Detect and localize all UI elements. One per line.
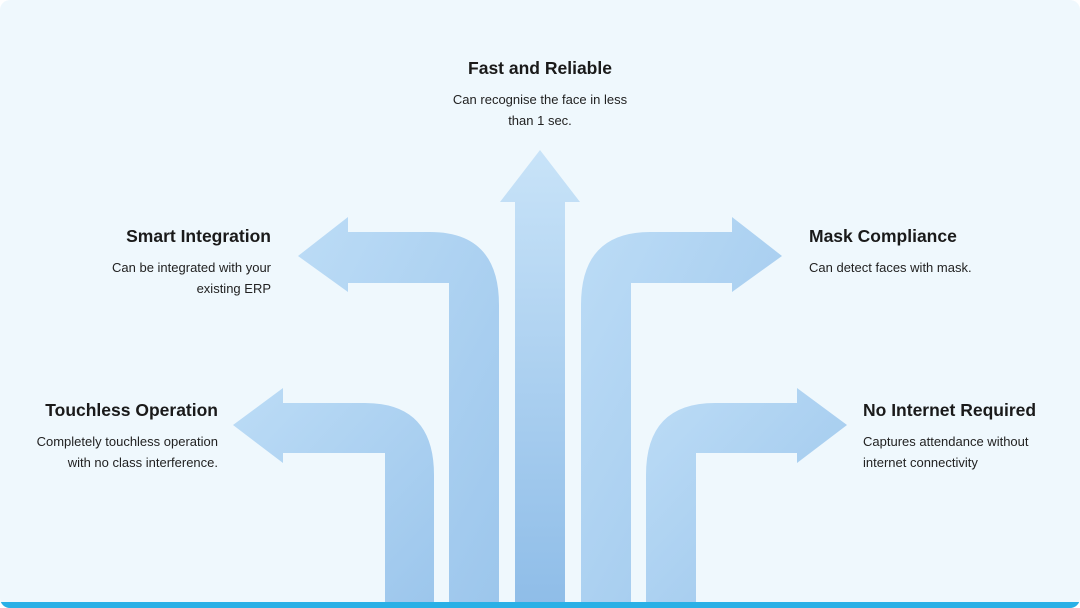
desc-line: with no class interference. <box>67 455 218 470</box>
desc-line: existing ERP <box>196 281 271 296</box>
feature-title: Mask Compliance <box>809 226 957 246</box>
arrow-left-lower-icon <box>233 388 434 604</box>
feature-title: Touchless Operation <box>45 400 218 420</box>
feature-title: Smart Integration <box>126 226 271 246</box>
feature-description: Can detect faces with mask. <box>809 257 1049 278</box>
desc-line: Can detect faces with mask. <box>809 260 972 275</box>
arrow-right-lower-icon <box>646 388 847 604</box>
arrow-right-upper-icon <box>581 217 782 604</box>
feature-title: No Internet Required <box>863 400 1037 420</box>
feature-smart: Smart Integration Can be integrated with… <box>40 225 271 299</box>
desc-line: Captures attendance without <box>863 434 1029 449</box>
desc-line: than 1 sec. <box>508 113 572 128</box>
feature-internet: No Internet Required Captures attendance… <box>863 399 1073 473</box>
desc-line: Completely touchless operation <box>36 434 218 449</box>
feature-description: Can be integrated with your existing ERP <box>40 257 271 299</box>
desc-line: Can recognise the face in less <box>452 92 628 107</box>
feature-description: Can recognise the face in less than 1 se… <box>400 89 680 131</box>
feature-description: Completely touchless operation with no c… <box>0 431 218 473</box>
baseline-divider <box>0 602 1080 608</box>
arrow-left-upper-icon <box>298 217 499 604</box>
desc-line: Can be integrated with your <box>112 260 271 275</box>
arrow-up-icon <box>500 150 580 604</box>
feature-mask: Mask Compliance Can detect faces with ma… <box>809 225 1049 278</box>
feature-fast: Fast and Reliable Can recognise the face… <box>400 57 680 131</box>
feature-title: Fast and Reliable <box>468 58 612 78</box>
desc-line: internet connectivity <box>863 455 978 470</box>
feature-description: Captures attendance without internet con… <box>863 431 1073 473</box>
feature-touchless: Touchless Operation Completely touchless… <box>0 399 218 473</box>
